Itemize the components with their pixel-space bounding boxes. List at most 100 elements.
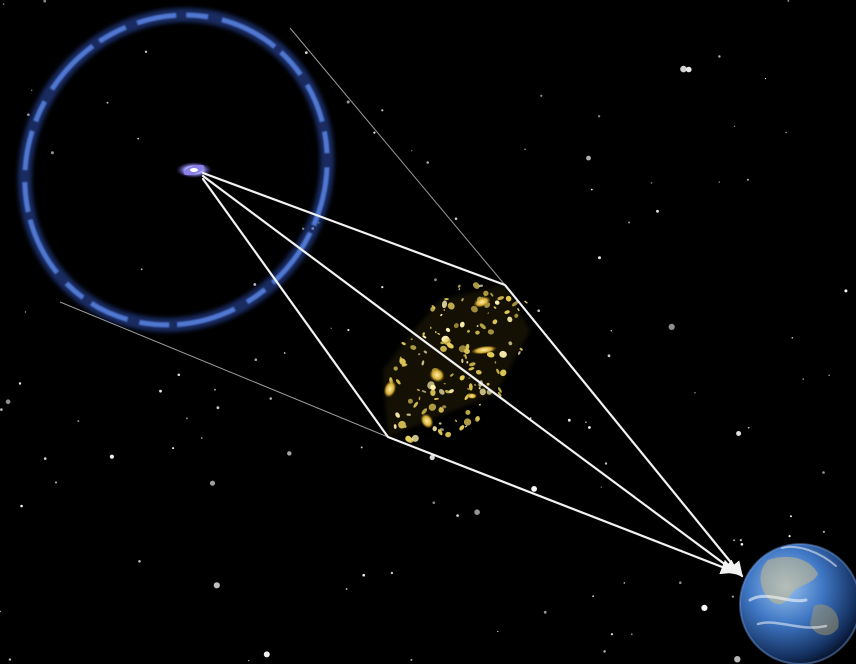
light-ray-upper bbox=[201, 171, 744, 578]
star bbox=[650, 182, 653, 184]
cluster-galaxy bbox=[507, 316, 513, 323]
cluster-galaxy bbox=[416, 388, 420, 392]
cluster-galaxy bbox=[476, 325, 479, 327]
star bbox=[623, 582, 626, 584]
cluster-galaxy bbox=[470, 305, 478, 313]
star bbox=[24, 311, 27, 313]
cluster-galaxy bbox=[421, 408, 428, 415]
star bbox=[426, 161, 430, 164]
cluster-galaxy bbox=[430, 306, 435, 312]
cluster-galaxy bbox=[422, 335, 427, 339]
cluster-galaxy bbox=[406, 413, 411, 416]
star bbox=[822, 471, 825, 474]
cluster-galaxy bbox=[479, 323, 486, 330]
star bbox=[610, 633, 614, 636]
star bbox=[600, 486, 602, 488]
star bbox=[497, 630, 499, 633]
star bbox=[381, 286, 384, 289]
cluster-galaxy bbox=[429, 326, 432, 329]
cluster-galaxy bbox=[410, 338, 413, 341]
star bbox=[656, 209, 659, 213]
star bbox=[787, 0, 790, 2]
cluster-galaxy bbox=[467, 329, 470, 333]
star bbox=[201, 437, 203, 439]
star bbox=[680, 65, 687, 73]
cluster-galaxy bbox=[401, 342, 406, 346]
star bbox=[432, 501, 436, 505]
star bbox=[598, 256, 601, 260]
star bbox=[283, 352, 286, 354]
star bbox=[788, 535, 791, 538]
cluster-galaxy bbox=[441, 300, 448, 309]
cluster-galaxy bbox=[465, 409, 471, 415]
cluster-galaxy bbox=[423, 350, 428, 354]
star bbox=[31, 89, 33, 92]
cluster-galaxy bbox=[430, 389, 436, 396]
star bbox=[302, 227, 305, 230]
cluster-galaxy bbox=[449, 373, 454, 377]
cluster-galaxy bbox=[458, 345, 467, 353]
star bbox=[360, 446, 363, 449]
cluster-galaxy bbox=[486, 351, 495, 358]
star bbox=[138, 560, 141, 563]
star bbox=[586, 155, 591, 161]
cluster-galaxy bbox=[399, 358, 406, 365]
star bbox=[828, 374, 830, 377]
star bbox=[791, 337, 794, 339]
cluster-galaxy bbox=[457, 284, 461, 288]
star bbox=[585, 421, 587, 424]
cluster-galaxy bbox=[497, 296, 505, 301]
cluster-galaxy bbox=[487, 329, 494, 335]
cluster-galaxy bbox=[411, 434, 419, 442]
cluster-galaxy bbox=[468, 383, 473, 391]
star bbox=[346, 100, 350, 104]
cluster-galaxy bbox=[487, 312, 489, 315]
star bbox=[362, 573, 366, 577]
cluster-galaxy bbox=[393, 366, 398, 371]
star bbox=[263, 651, 270, 658]
cluster-galaxy bbox=[519, 347, 523, 351]
star bbox=[628, 221, 631, 224]
cluster-galaxy bbox=[463, 418, 472, 426]
cluster-galaxy bbox=[410, 345, 417, 350]
star bbox=[802, 378, 804, 380]
star bbox=[8, 658, 12, 661]
star bbox=[390, 571, 394, 575]
star bbox=[434, 278, 437, 282]
star bbox=[27, 113, 30, 116]
cluster-galaxy bbox=[497, 391, 502, 397]
cluster-galaxy bbox=[459, 321, 465, 328]
cluster-galaxy-large bbox=[473, 296, 491, 308]
cluster-galaxy bbox=[469, 362, 476, 367]
star bbox=[537, 309, 540, 313]
cluster-galaxy-large bbox=[467, 393, 477, 399]
cluster-galaxy bbox=[437, 332, 441, 335]
cluster-galaxy bbox=[461, 358, 464, 364]
cluster-galaxy bbox=[418, 353, 421, 356]
star bbox=[529, 417, 532, 419]
star bbox=[304, 51, 308, 54]
cluster-galaxy bbox=[422, 332, 426, 336]
cluster-galaxy bbox=[443, 382, 446, 385]
star bbox=[213, 582, 220, 589]
cluster-galaxy-large bbox=[471, 345, 497, 355]
star bbox=[718, 181, 720, 183]
star bbox=[733, 125, 736, 128]
cluster-galaxy bbox=[468, 377, 471, 379]
cluster-galaxy bbox=[458, 288, 461, 291]
star bbox=[254, 358, 258, 362]
cluster-galaxy bbox=[459, 375, 465, 380]
cluster-galaxy bbox=[440, 313, 443, 317]
cluster-galaxy bbox=[445, 431, 452, 438]
star bbox=[733, 539, 736, 542]
star bbox=[177, 373, 181, 377]
star bbox=[540, 94, 543, 97]
cone-lines bbox=[59, 27, 506, 438]
star bbox=[429, 454, 435, 461]
star bbox=[216, 406, 220, 410]
einstein-ring bbox=[17, 8, 335, 332]
star bbox=[411, 150, 413, 152]
cluster-galaxy bbox=[398, 420, 406, 429]
